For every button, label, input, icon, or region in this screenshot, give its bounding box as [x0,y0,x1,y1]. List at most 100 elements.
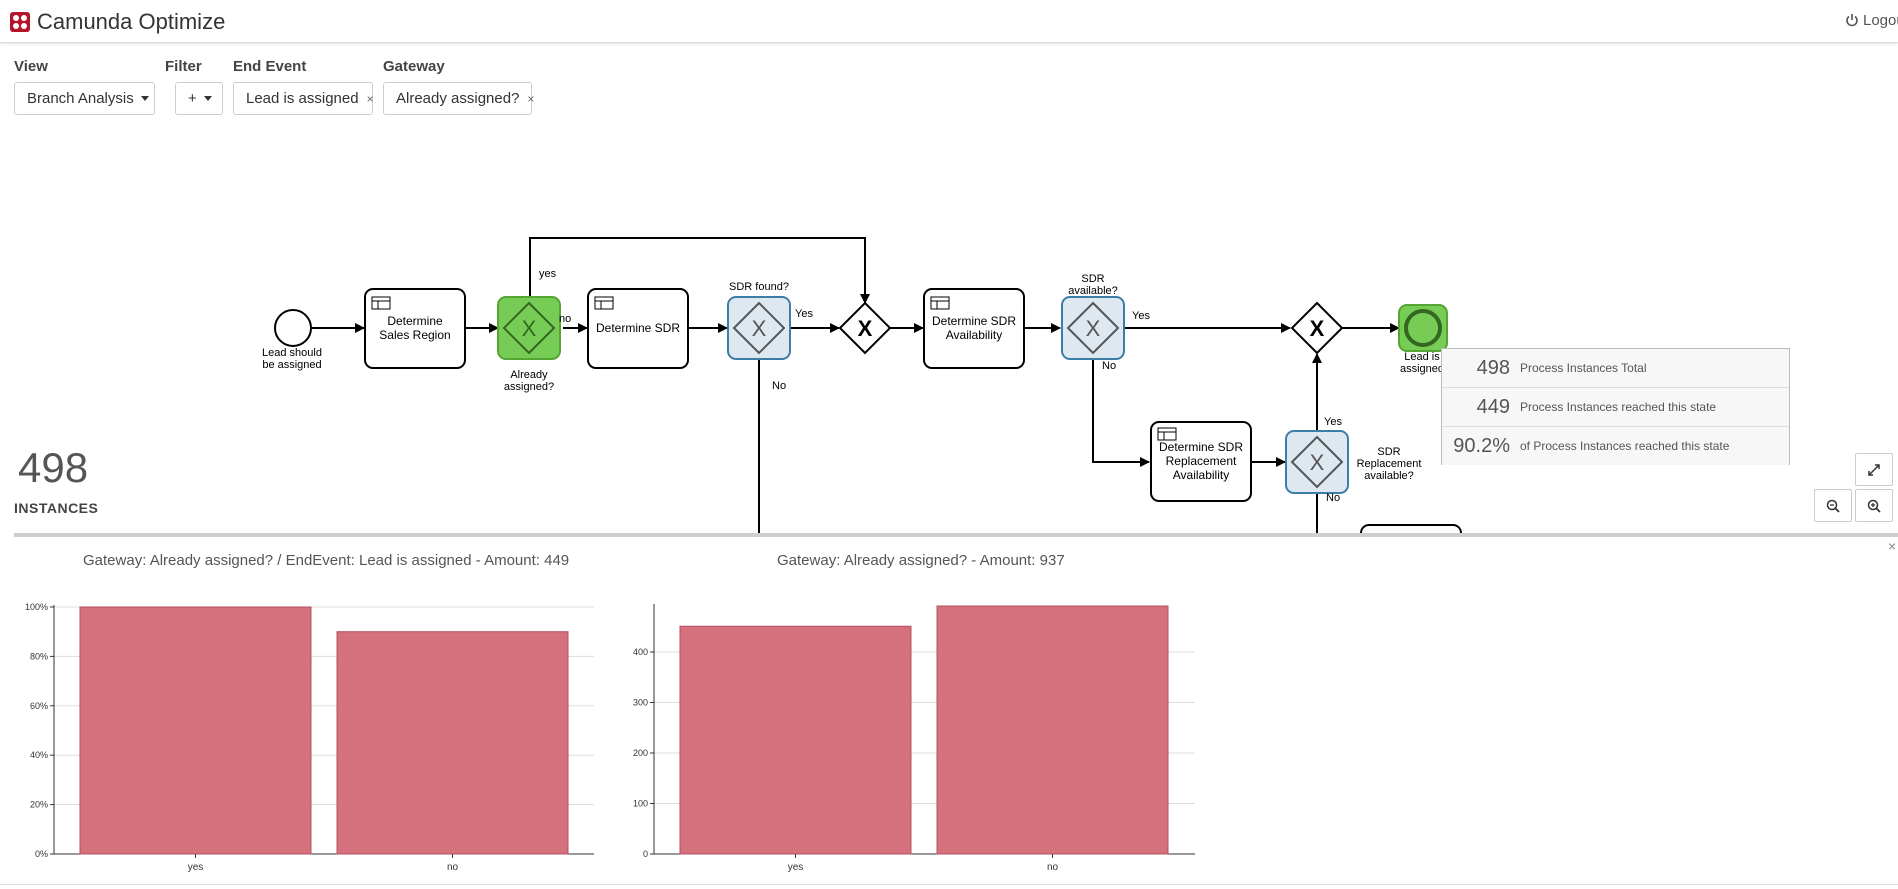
instances-label: INSTANCES [14,500,99,516]
flow-yes-label: yes [539,268,557,280]
flow-sdr-found-no-label: No [772,380,786,392]
chart-2-title: Gateway: Already assigned? - Amount: 937 [777,552,1065,569]
logout-label: Logout [1863,12,1898,29]
svg-text:X: X [522,316,537,341]
chart-2-bar-yes[interactable] [679,625,912,855]
chart-1-xtick-label: yes [188,862,204,873]
table-icon [594,296,614,310]
tooltip-percent-text: of Process Instances reached this state [1520,439,1730,453]
flow-replacement-no-label: No [1326,492,1340,504]
chart-1-bar-no[interactable] [336,631,569,855]
app-title: Camunda Optimize [37,9,226,34]
gateway-selection[interactable]: Already assigned? × [383,82,535,115]
chart-2-ytick-label: 400 [633,647,648,657]
close-panel-icon[interactable]: × [1888,538,1897,554]
tooltip-total-num: 498 [1476,356,1510,379]
svg-text:X: X [752,316,767,341]
svg-text:X: X [1310,316,1325,341]
zoom-out-button[interactable] [1814,489,1852,522]
task-determine-sdr[interactable]: Determine SDR [587,288,689,369]
gateway-already-assigned[interactable]: X [497,296,561,360]
camunda-logo-icon [10,12,30,32]
chart-1-title: Gateway: Already assigned? / EndEvent: L… [83,552,570,569]
end-event-selection[interactable]: Lead is assigned × [233,82,374,115]
zoom-in-button[interactable] [1855,489,1893,522]
tooltip-total-text: Process Instances Total [1520,361,1647,375]
filter-add-dropdown[interactable]: + [175,82,223,115]
svg-text:Determine SDR: Determine SDR [596,321,680,335]
chart-2-ytick-label: 0 [643,849,648,859]
gateway-sdr-available[interactable]: X [1061,296,1125,360]
tooltip-reached-num: 449 [1476,395,1510,418]
fullscreen-button[interactable] [1855,453,1893,486]
expand-icon [1868,463,1880,476]
chart-2-bar-no[interactable] [936,605,1169,855]
sequence-flows [312,237,1400,535]
svg-text:X: X [1310,450,1325,475]
chevron-down-icon [140,96,149,101]
statistics-tooltip: 498 Process Instances Total 449 Process … [1441,348,1790,465]
view-dropdown[interactable]: Branch Analysis [14,82,155,115]
flow-no-label: no [559,313,571,325]
zoom-in-icon [1867,499,1881,513]
panel-divider[interactable] [14,533,1898,537]
chevron-down-icon [203,96,212,101]
chart-1-ytick-label: 60% [30,701,48,711]
bottom-border [0,884,1898,885]
end-event-value: Lead is assigned [246,90,359,107]
chart-1-ytick-label: 40% [30,750,48,760]
chart-2-xtick-label: no [1047,862,1059,873]
instances-count: 498 [18,444,89,491]
flow-available-no-label: No [1102,360,1116,372]
start-event[interactable] [274,309,312,347]
remove-gateway-icon[interactable]: × [527,91,535,106]
zoom-out-icon [1826,499,1840,513]
svg-text:X: X [858,316,873,341]
chart-1-ytick-label: 100% [25,602,48,612]
app-header: Camunda Optimize Logout [0,0,1898,43]
filter-label: Filter [165,58,202,75]
end-event-lead-assigned[interactable] [1398,304,1448,352]
tooltip-row-reached: 449 Process Instances reached this state [1442,388,1789,427]
logout-button[interactable]: Logout [1845,12,1898,29]
flow-available-yes-label: Yes [1132,310,1150,322]
merge-gateway-2[interactable]: X [1290,301,1344,355]
chart-1-ytick-label: 20% [30,800,48,810]
task-partial[interactable] [1360,524,1462,535]
table-icon [371,296,391,310]
gateway-sdr-replacement[interactable]: X [1285,430,1349,494]
chart-1-ytick-label: 0% [35,849,48,859]
gateway-label: Gateway [383,58,445,75]
chart-2-ytick-label: 100 [633,799,648,809]
flow-replacement-yes-label: Yes [1324,416,1342,428]
table-icon [930,296,950,310]
gateway-sdr-found-label: SDR found? [729,281,789,293]
chart-2-ytick-label: 200 [633,748,648,758]
tooltip-reached-text: Process Instances reached this state [1520,400,1717,414]
table-icon [1157,427,1177,441]
merge-gateway[interactable]: X [838,301,892,355]
remove-end-event-icon[interactable]: × [366,91,374,106]
chart-1-ytick-label: 80% [30,651,48,661]
tooltip-percent-num: 90.2% [1453,434,1510,457]
chart-2-xtick-label: yes [788,862,804,873]
filter-value: + [188,90,197,107]
flow-sdr-found-yes-label: Yes [795,308,813,320]
view-label: View [14,58,48,75]
tooltip-row-total: 498 Process Instances Total [1442,349,1789,388]
chart-1-bar-yes[interactable] [79,606,312,855]
gateway-sdr-found[interactable]: X [727,296,791,360]
